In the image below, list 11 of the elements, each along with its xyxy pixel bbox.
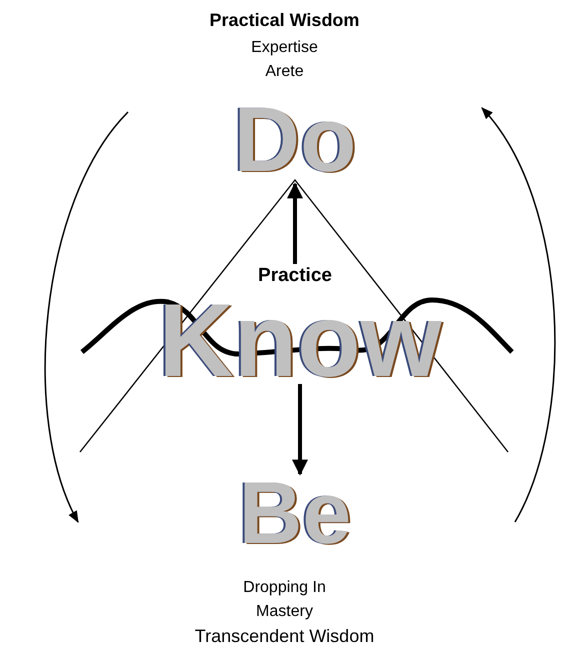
label-text: Practice: [245, 264, 345, 288]
caption-text: Transcendent Wisdom: [194, 625, 376, 647]
arrow: [292, 384, 308, 476]
word-label: Do: [222, 98, 368, 182]
caption-text: Expertise: [250, 38, 319, 58]
caption-text: Practical Wisdom: [208, 9, 360, 31]
caption-text: Mastery: [255, 602, 314, 622]
caption-text: Dropping In: [242, 578, 327, 598]
word-label: Be: [220, 476, 370, 550]
caption-text: Arete: [264, 62, 305, 82]
arrow: [287, 182, 303, 264]
